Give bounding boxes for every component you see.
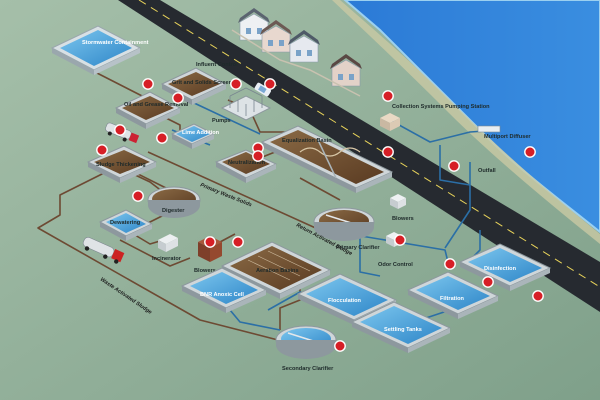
dewatering-unit[interactable]: Dewatering Incinerator: [98, 209, 182, 262]
hotspot-lime[interactable]: [156, 132, 168, 144]
hotspot-dewatering[interactable]: [132, 190, 144, 202]
label-odor-control: Odor Control: [378, 262, 413, 268]
sludge-thickening-tank[interactable]: Sludge Thickening: [86, 145, 158, 183]
label-oil-grease: Oil and Grease Removal: [124, 102, 189, 108]
pumping-station[interactable]: Collection Systems Pumping Station: [380, 104, 490, 131]
label-influent-control: Influent Control: [196, 62, 238, 68]
hotspot-aeration[interactable]: [204, 236, 216, 248]
label-incinerator: Incinerator: [152, 256, 182, 262]
label-grit-screening: Grit and Solids Screening: [172, 80, 241, 86]
label-digester: Digester: [162, 208, 185, 214]
hotspot-filtration[interactable]: [482, 276, 494, 288]
label-settling-tanks: Settling Tanks: [384, 327, 422, 333]
settling-tanks[interactable]: Settling Tanks: [350, 301, 452, 353]
tanker-truck-bottom: [82, 236, 125, 264]
label-dewatering: Dewatering: [110, 220, 141, 226]
primary-clarifier[interactable]: Primary Clarifier: [313, 207, 380, 251]
label-disinfection: Disinfection: [484, 266, 517, 272]
label-aeration: Aeration Basins: [256, 268, 299, 274]
hotspot-blowers[interactable]: [232, 236, 244, 248]
hotspot-primary-clarifier-side[interactable]: [382, 146, 394, 158]
label-equalization: Equalization Basin: [282, 138, 332, 144]
label-pumps: Pumps: [212, 118, 231, 124]
hotspots: [96, 78, 544, 352]
secondary-clarifier[interactable]: Secondary Clarifier: [275, 325, 337, 372]
equalization-basin[interactable]: Equalization Basin: [260, 125, 394, 193]
label-anoxic-cell: BNR Anoxic Cell: [200, 292, 244, 298]
hotspot-stormwater[interactable]: [142, 78, 154, 90]
hotspot-diffuser[interactable]: [524, 146, 536, 158]
hotspot-secondary-clarifier[interactable]: [334, 340, 346, 352]
hotspot-pumps[interactable]: [264, 78, 276, 90]
label-stormwater: Stormwater Containment: [82, 40, 149, 46]
label-collection-station: Collection Systems Pumping Station: [392, 104, 490, 110]
hotspot-influent[interactable]: [230, 78, 242, 90]
label-blowers-top: Blowers: [392, 216, 414, 222]
incinerator-box: [158, 234, 178, 252]
label-blowers-left: Blowers: [194, 268, 216, 274]
hotspot-neutralization[interactable]: [252, 150, 264, 162]
oil-grease-tank[interactable]: Oil and Grease Removal: [114, 91, 189, 129]
hotspot-outfall[interactable]: [448, 160, 460, 172]
hotspot-disinfection[interactable]: [532, 290, 544, 302]
car: [254, 82, 271, 97]
multiport-diffuser[interactable]: Multiport Diffuser: [477, 125, 531, 140]
road-centerline: [138, 0, 600, 288]
hotspot-grit[interactable]: [172, 92, 184, 104]
digester-tank[interactable]: Digester: [147, 186, 201, 218]
label-multiport-diffuser: Multiport Diffuser: [484, 134, 531, 140]
label-flocculation: Flocculation: [328, 298, 362, 304]
label-sludge-thickening: Sludge Thickening: [96, 162, 146, 168]
label-secondary-clarifier: Secondary Clarifier: [282, 366, 334, 372]
riverbank: [332, 0, 600, 244]
hotspot-primary-clarifier[interactable]: [394, 234, 406, 246]
hotspot-oil[interactable]: [114, 124, 126, 136]
disinfection-tank[interactable]: Disinfection: [458, 243, 552, 291]
stormwater-tank[interactable]: Stormwater Containment: [50, 25, 149, 75]
anoxic-cell[interactable]: BNR Anoxic Cell: [180, 267, 268, 313]
hotspot-flocculation[interactable]: [444, 258, 456, 270]
label-primary-clarifier: Primary Clarifier: [336, 245, 380, 251]
blowers-box-top[interactable]: Blowers: [390, 194, 414, 222]
lime-addition-tank[interactable]: Lime Addition: [170, 123, 220, 149]
hotspot-station[interactable]: [382, 90, 394, 102]
filtration-tank[interactable]: Filtration: [406, 271, 500, 319]
label-filtration: Filtration: [440, 296, 465, 302]
label-lime-addition: Lime Addition: [182, 130, 220, 136]
label-outfall: Outfall: [478, 168, 496, 174]
hotspot-sludge-thickening[interactable]: [96, 144, 108, 156]
houses: [231, 8, 362, 97]
pumps-structure[interactable]: Pumps: [212, 87, 272, 124]
label-neutralization: Neutralization: [228, 160, 266, 166]
